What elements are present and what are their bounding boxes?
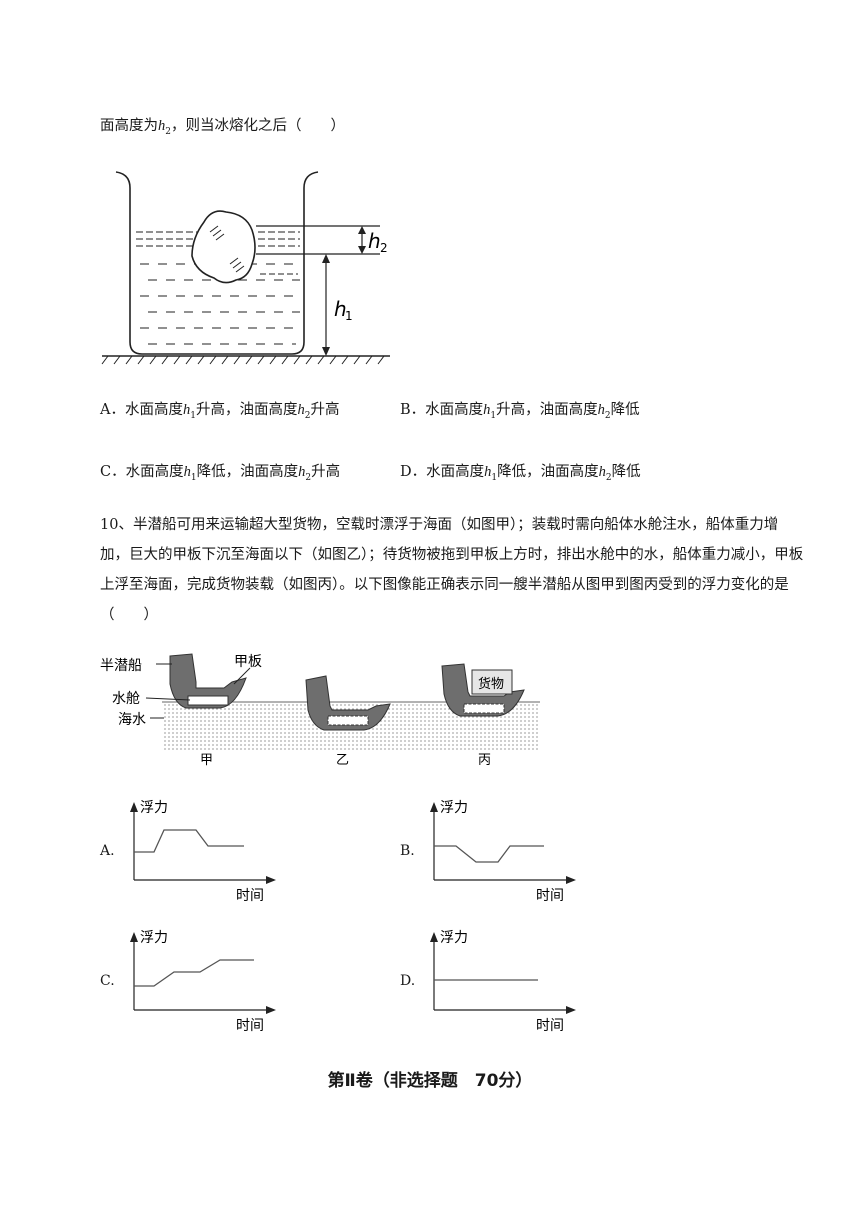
label-h1-sub: 1: [345, 309, 353, 323]
graph-b-xlabel: 时间: [536, 888, 564, 904]
q10-option-c-label[interactable]: C.: [100, 973, 115, 989]
label-h2-sub: 2: [380, 241, 388, 255]
label-h1: h: [334, 297, 347, 321]
graph-c-ylabel: 浮力: [140, 930, 168, 946]
caption-bing: 丙: [478, 753, 491, 768]
ship-figure: 半潜船 甲板 水舱 海水 货物 甲 乙 丙: [100, 653, 540, 768]
section-title: 第Ⅱ卷（非选择题 70分）: [327, 1071, 533, 1091]
label-cargo: 货物: [478, 676, 504, 692]
label-h2: h: [368, 229, 381, 253]
label-ship: 半潜船: [100, 658, 142, 674]
graph-c-xlabel: 时间: [236, 1018, 264, 1034]
q10-option-a-label[interactable]: A.: [100, 843, 115, 859]
caption-jia: 甲: [200, 753, 213, 768]
beaker-figure: h 2 h 1: [101, 171, 390, 365]
graph-a[interactable]: 浮力 时间: [124, 796, 284, 906]
q9-option-c[interactable]: C．水面高度h1降低，油面高度h2升高: [100, 464, 341, 483]
q9-option-b[interactable]: B．水面高度h1升高，油面高度h2降低: [400, 402, 640, 421]
graph-a-xlabel: 时间: [236, 888, 264, 904]
graph-d-xlabel: 时间: [536, 1018, 564, 1034]
q10-option-b-label[interactable]: B.: [400, 843, 415, 859]
graph-b-ylabel: 浮力: [440, 800, 468, 816]
label-tank: 水舱: [112, 691, 140, 707]
q9-option-a[interactable]: A．水面高度h1升高，油面高度h2升高: [100, 402, 340, 421]
label-deck: 甲板: [234, 654, 262, 670]
q9-stem-tail: 面高度为h2，则当冰熔化之后（ ）: [100, 118, 345, 137]
graph-a-ylabel: 浮力: [140, 800, 168, 816]
graph-b[interactable]: 浮力 时间: [424, 796, 584, 906]
caption-yi: 乙: [336, 753, 349, 768]
q10-stem: 10、半潜船可用来运输超大型货物，空载时漂浮于海面（如图甲）；装载时需向船体水舱…: [100, 517, 804, 623]
q10-option-d-label[interactable]: D.: [400, 973, 416, 989]
graph-d-ylabel: 浮力: [440, 930, 468, 946]
q9-option-d[interactable]: D．水面高度h1降低，油面高度h2降低: [400, 464, 641, 483]
graph-d[interactable]: 浮力 时间: [424, 926, 584, 1036]
label-sea: 海水: [118, 712, 146, 728]
graph-c[interactable]: 浮力 时间: [124, 926, 284, 1036]
